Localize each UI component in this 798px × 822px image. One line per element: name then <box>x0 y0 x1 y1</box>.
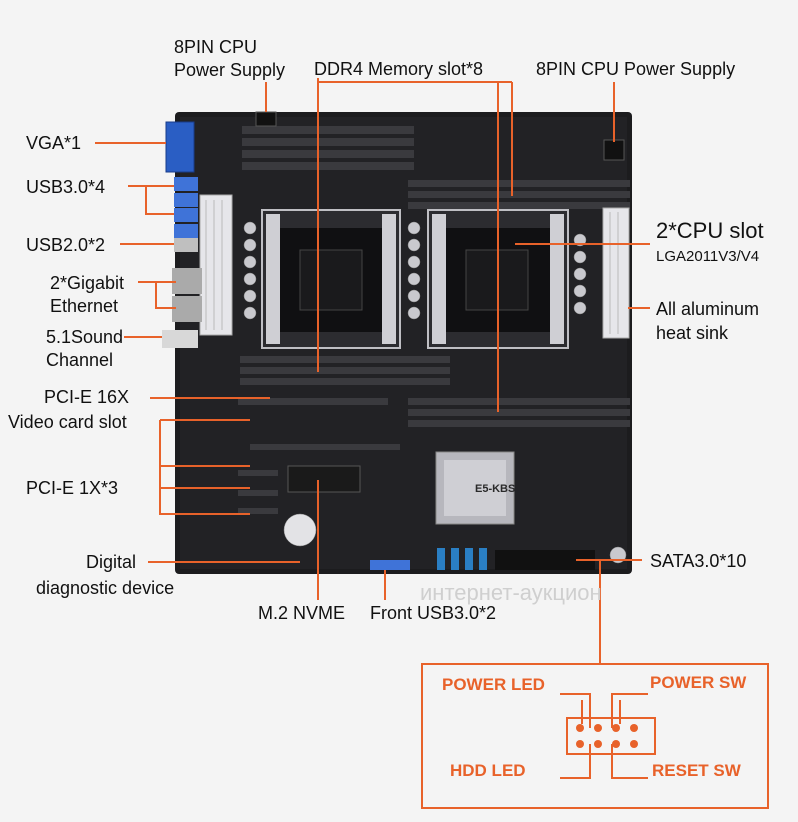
m2-label: M.2 NVME <box>258 603 346 623</box>
chip-brand-text: E5-KBS <box>475 483 515 495</box>
capacitors <box>243 221 627 564</box>
front-usb-header <box>370 560 410 570</box>
cpu-power-connector-left <box>255 111 277 127</box>
ddr4-memory-label: DDR4 Memory slot*8 <box>314 59 484 79</box>
heatsink-vrm-right <box>602 207 630 339</box>
sata-label: SATA3.0*10 <box>650 551 747 571</box>
digital-label-line1: Digital <box>86 552 137 572</box>
sata-ports <box>437 548 595 570</box>
cpu-power-left-label-line2: Power Supply <box>174 60 286 80</box>
chipset-heatsink <box>435 451 515 525</box>
digital-label-line2: diagnostic device <box>36 578 175 598</box>
memory-slots-top-left <box>242 126 414 170</box>
pcie16-label-line2: Video card slot <box>8 412 127 432</box>
cpu-slot-label-line1: 2*CPU slot <box>656 218 764 243</box>
power-led-label: POWER LED <box>442 675 545 694</box>
memory-slots-lower-right <box>408 398 630 427</box>
pcie16-label-line1: PCI-E 16X <box>44 387 130 407</box>
hdd-led-label: HDD LED <box>450 761 526 780</box>
memory-slots-middle-left <box>240 356 450 385</box>
callout-lines <box>95 78 650 664</box>
rear-io-ports <box>162 121 202 348</box>
vga-label: VGA*1 <box>26 133 82 153</box>
watermark-text: интернет-аукцион <box>420 580 602 605</box>
heatsink-vrm-left <box>199 194 233 336</box>
cpu-power-right-label: 8PIN CPU Power Supply <box>536 59 736 79</box>
usb3-label: USB3.0*4 <box>26 177 106 197</box>
cpu-power-left-label-line1: 8PIN CPU <box>174 37 258 57</box>
sound-label-line2: Channel <box>46 350 114 370</box>
cpu-socket-left <box>261 209 401 349</box>
cpu-slot-label-line2: LGA2011V3/V4 <box>656 248 760 265</box>
pcie1-label: PCI-E 1X*3 <box>26 478 119 498</box>
pcie-slots <box>238 398 400 514</box>
front-panel-pin-diagram <box>421 663 769 809</box>
front-usb-label: Front USB3.0*2 <box>370 603 497 623</box>
heatsink-label-line2: heat sink <box>656 323 729 343</box>
cpu-power-connector-right <box>603 139 625 161</box>
m2-slot <box>287 465 361 493</box>
reset-sw-label: RESET SW <box>652 761 741 780</box>
usb2-label: USB2.0*2 <box>26 235 106 255</box>
memory-slots-top-right <box>408 180 630 209</box>
heatsink-label-line1: All aluminum <box>656 299 760 319</box>
ethernet-label-line2: Ethernet <box>50 296 119 316</box>
power-sw-label: POWER SW <box>650 673 747 692</box>
sound-label-line1: 5.1Sound <box>46 327 124 347</box>
ethernet-label-line1: 2*Gigabit <box>50 273 125 293</box>
